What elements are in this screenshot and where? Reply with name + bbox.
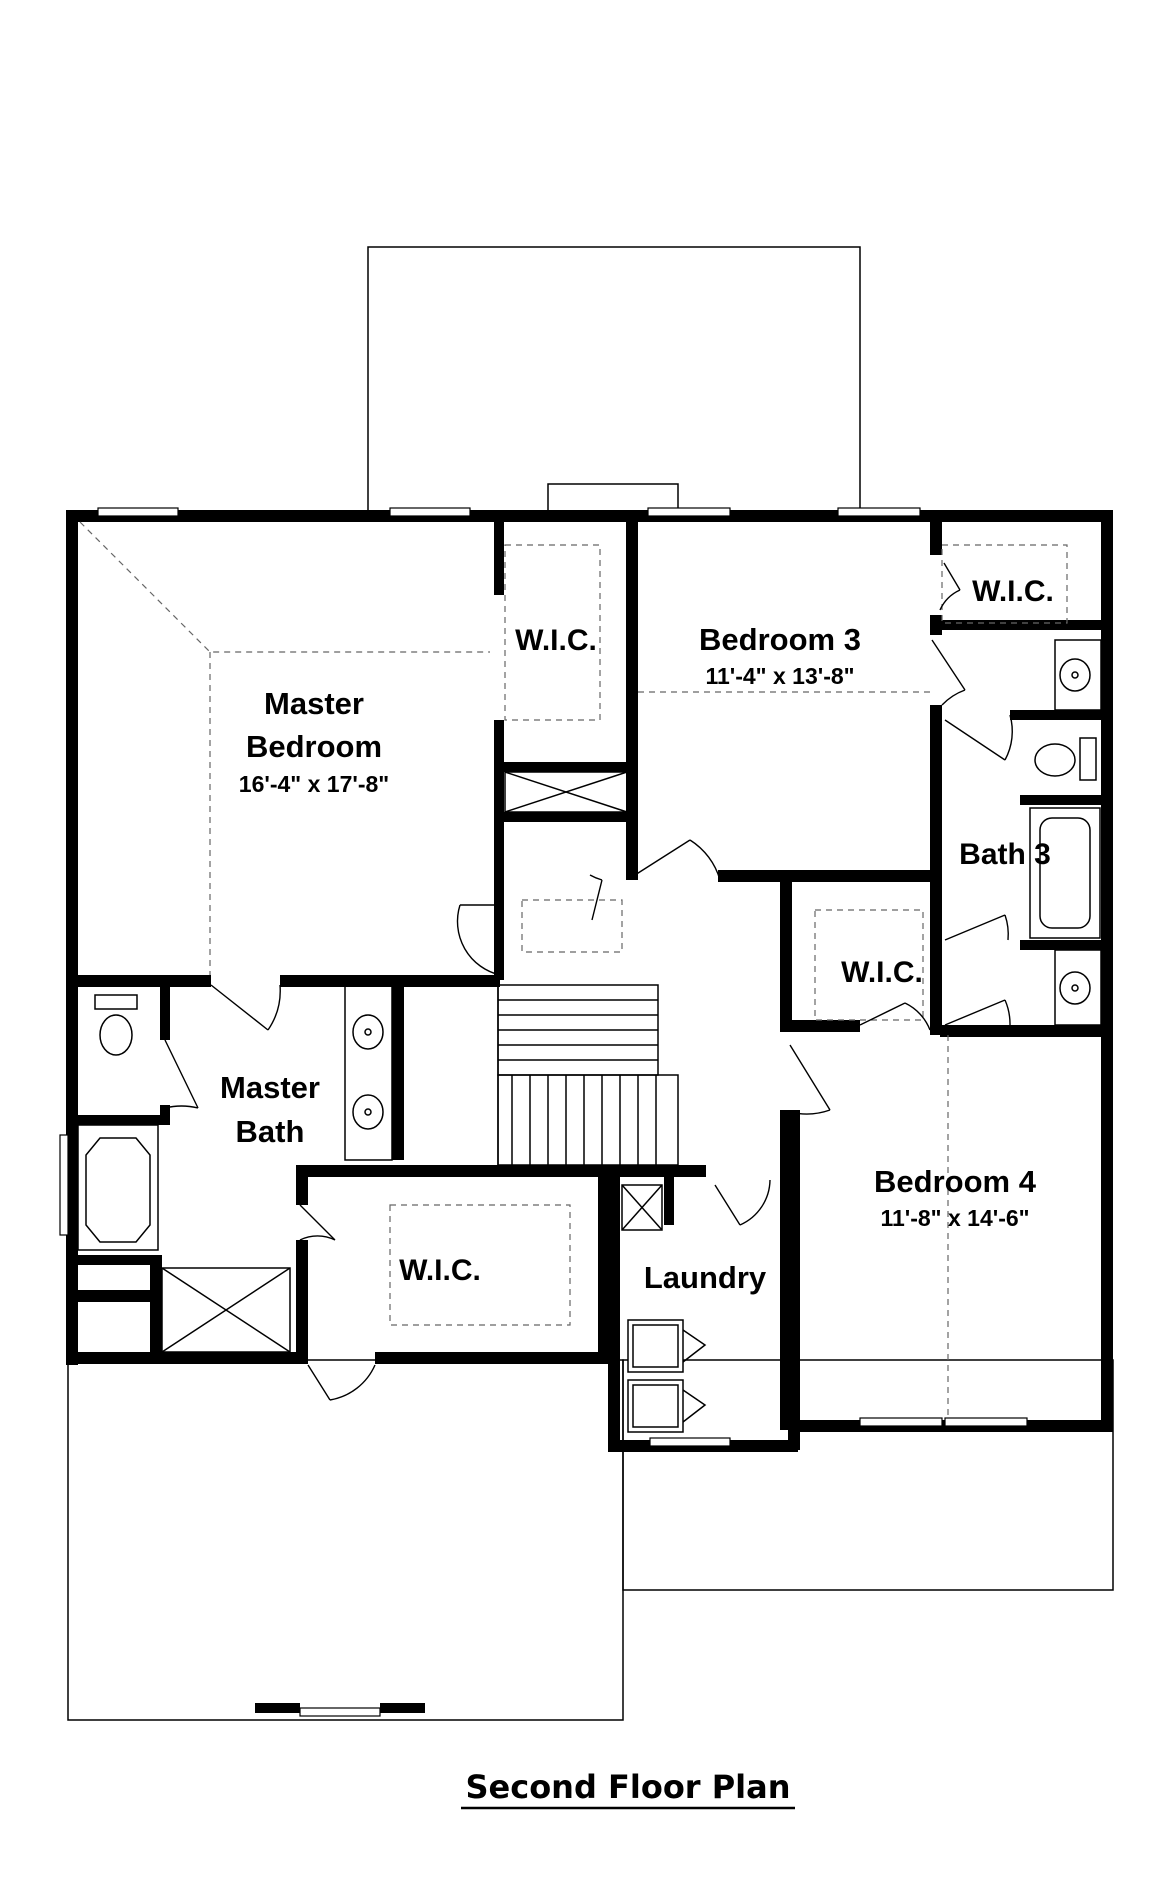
master-bedroom-label-line2: Bedroom — [246, 729, 382, 764]
bedroom3-dims: 11'-4" x 13'-8" — [705, 663, 854, 689]
master-bath-label-line1: Master — [220, 1070, 320, 1105]
crossed-boxes — [161, 771, 663, 1353]
laundry-label: Laundry — [644, 1260, 767, 1295]
windows — [59, 507, 1028, 1717]
bedroom3-label: Bedroom 3 — [699, 622, 861, 657]
staircase — [497, 984, 679, 1166]
doors — [164, 562, 1013, 1401]
wic-master-bedroom-label: W.I.C. — [515, 624, 597, 657]
room-labels: Master Bedroom 16'-4" x 17'-8" W.I.C. Be… — [220, 575, 1054, 1295]
master-bath-label-line2: Bath — [236, 1114, 305, 1149]
master-bedroom-dims: 16'-4" x 17'-8" — [239, 771, 389, 797]
fixtures — [77, 639, 1102, 1433]
wic-master-bath-label: W.I.C. — [399, 1254, 481, 1287]
wic-bedroom4-label: W.I.C. — [841, 956, 923, 989]
plan-title: Second Floor Plan — [465, 1768, 790, 1806]
dashed-lines — [79, 521, 1068, 1420]
bath3-label: Bath 3 — [959, 838, 1051, 871]
roof-outlines — [67, 246, 1114, 1721]
plan-title-group: Second Floor Plan — [461, 1768, 795, 1810]
interior-walls — [66, 515, 1113, 1430]
bedroom4-dims: 11'-8" x 14'-6" — [880, 1205, 1029, 1231]
bedroom4-label: Bedroom 4 — [874, 1164, 1037, 1199]
master-bedroom-label-line1: Master — [264, 686, 364, 721]
wic-bedroom3-label: W.I.C. — [972, 575, 1054, 608]
